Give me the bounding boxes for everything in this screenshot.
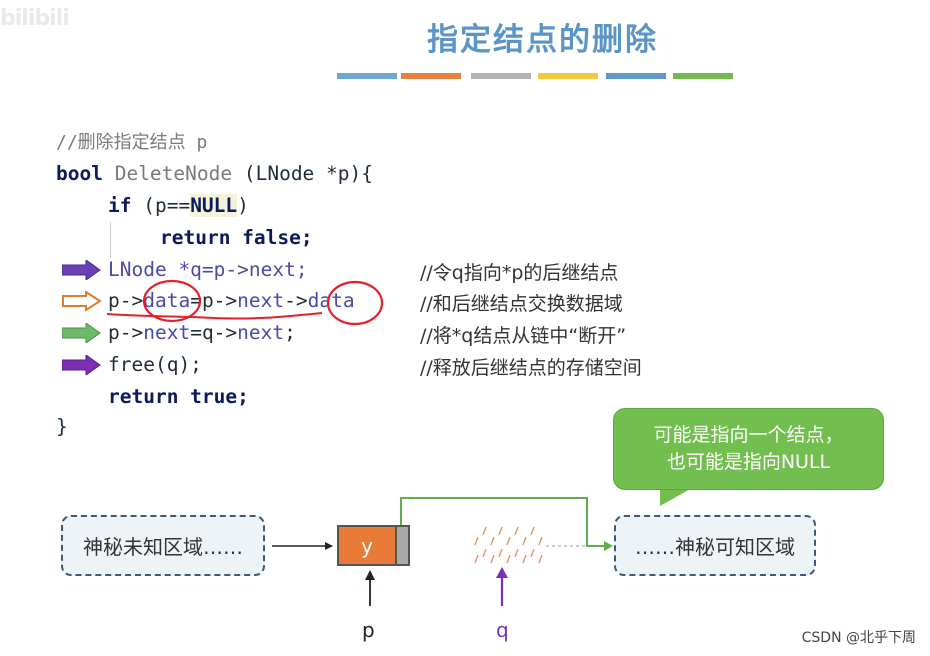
callout-line-1: 可能是指向一个结点， xyxy=(653,424,844,446)
node-p: y xyxy=(337,525,410,566)
code-return-true: return true; xyxy=(108,385,249,408)
callout-line-2: 也可能是指向NULL xyxy=(666,451,831,473)
color-bar-3 xyxy=(471,73,531,79)
next-d: next xyxy=(237,321,285,344)
indent-guide xyxy=(110,222,111,258)
code-comment: //删除指定结点 p xyxy=(56,132,208,153)
comment-line-q: //令q指向*p的后继结点 xyxy=(420,262,619,284)
next-b: next xyxy=(143,321,191,344)
if-close: ) xyxy=(237,194,249,217)
page-title: 指定结点的删除 xyxy=(427,22,658,58)
step-arrow-orange-outline-icon xyxy=(62,291,102,311)
circle-data-2 xyxy=(326,280,384,326)
comment-line-free: //释放后继结点的存储空间 xyxy=(420,357,642,379)
callout-bubble: 可能是指向一个结点， 也可能是指向NULL xyxy=(613,408,884,490)
code-signature: bool DeleteNode (LNode *p){ xyxy=(56,162,373,186)
callout-tail xyxy=(660,488,692,506)
step-arrow-purple-icon xyxy=(62,355,101,375)
color-bar-5 xyxy=(606,73,666,79)
comment-line-next: //将*q结点从链中“断开” xyxy=(420,325,627,347)
next-a: p-> xyxy=(108,321,144,344)
node-next-field xyxy=(395,527,408,564)
code-line-next: p->next=q->next; xyxy=(108,321,296,345)
swap-c: =p-> xyxy=(190,289,238,312)
next-c: =q-> xyxy=(190,321,238,344)
pointer-label-p: p xyxy=(362,618,375,642)
next-e: ; xyxy=(284,321,296,344)
swap-f: data xyxy=(307,289,355,312)
if-open: (p== xyxy=(131,194,191,217)
node-data-field: y xyxy=(339,527,395,564)
line-q-text: LNode *q=p->next; xyxy=(108,258,308,281)
code-line-swap: p->data=p->next->data xyxy=(108,289,355,313)
code-close-brace: } xyxy=(56,415,68,438)
color-bar-6 xyxy=(673,73,733,79)
swap-a: p-> xyxy=(108,289,144,312)
color-bar-2 xyxy=(401,73,461,79)
known-region-box: ……神秘可知区域 xyxy=(614,515,816,576)
swap-d: next xyxy=(237,289,285,312)
comment-line-swap: //和后继结点交换数据域 xyxy=(420,293,623,315)
code-line-free: free(q); xyxy=(108,353,202,376)
underline-2 xyxy=(211,312,323,320)
step-arrow-green-icon xyxy=(62,323,101,343)
unknown-region-box: 神秘未知区域…… xyxy=(61,515,265,576)
underline-1 xyxy=(106,313,215,319)
color-bar-1 xyxy=(337,73,397,79)
kw-if: if xyxy=(108,194,132,217)
swap-e: -> xyxy=(284,289,308,312)
freed-node-fragments xyxy=(474,526,543,564)
kw-bool: bool xyxy=(56,162,103,185)
kw-null: NULL xyxy=(190,194,238,217)
step-arrow-purple-icon xyxy=(62,260,101,280)
circle-data-1 xyxy=(142,279,202,323)
swap-b: data xyxy=(143,289,191,312)
code-line-q: LNode *q=p->next; xyxy=(108,258,308,282)
color-bar-4 xyxy=(538,73,598,79)
bilibili-logo: bilibili xyxy=(0,6,70,31)
code-return-false: return false; xyxy=(160,226,313,249)
code-if-line: if (p==NULL) xyxy=(108,194,249,218)
fn-name: DeleteNode xyxy=(102,162,244,185)
fn-params: (LNode *p){ xyxy=(243,162,373,185)
csdn-watermark: CSDN @北乎下周 xyxy=(801,630,916,646)
pointer-label-q: q xyxy=(496,618,509,642)
